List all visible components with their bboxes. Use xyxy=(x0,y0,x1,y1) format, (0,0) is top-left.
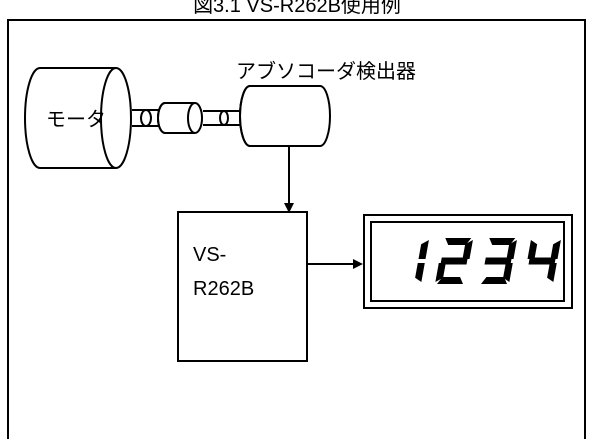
encoder-cylinder xyxy=(239,85,331,147)
motor-label: モータ xyxy=(46,109,106,131)
digit-segment-a xyxy=(489,238,516,245)
device-label-line1: VS- xyxy=(193,244,227,266)
digit-segment-b xyxy=(506,240,517,259)
digit-segment-g xyxy=(484,257,512,265)
digit-segment-d xyxy=(437,277,463,284)
display-digits xyxy=(415,238,561,284)
figure-frame xyxy=(7,19,586,439)
digit-segment-c xyxy=(415,263,425,282)
device-box xyxy=(177,211,308,362)
digit-segment-f xyxy=(527,240,538,259)
motor-shaft xyxy=(132,109,161,127)
display-digit xyxy=(481,238,517,284)
digit-segment-g xyxy=(528,257,556,265)
digit-segment-c xyxy=(547,263,557,282)
digit-segment-a xyxy=(445,238,472,245)
digit-segment-b xyxy=(550,240,561,259)
display-digit xyxy=(527,240,561,282)
motor-cylinder xyxy=(24,67,132,169)
encoder-shaft xyxy=(203,110,245,126)
display-digit xyxy=(435,238,473,284)
diagram-canvas xyxy=(24,67,573,362)
figure-title: 図3.1 VS-R262B使用例 xyxy=(193,0,401,17)
digit-segment-c xyxy=(503,263,513,282)
digit-segment-d xyxy=(481,277,507,284)
digit-segment-b xyxy=(462,240,473,259)
encoder-label: アブソコーダ検出器 xyxy=(236,61,416,83)
display-digit xyxy=(415,240,429,282)
shaft-coupling xyxy=(157,102,203,134)
digit-segment-b xyxy=(418,240,429,259)
device-label: VS- R262B xyxy=(193,238,254,306)
digit-segment-g xyxy=(440,257,468,265)
device-label-line2: R262B xyxy=(193,278,255,300)
